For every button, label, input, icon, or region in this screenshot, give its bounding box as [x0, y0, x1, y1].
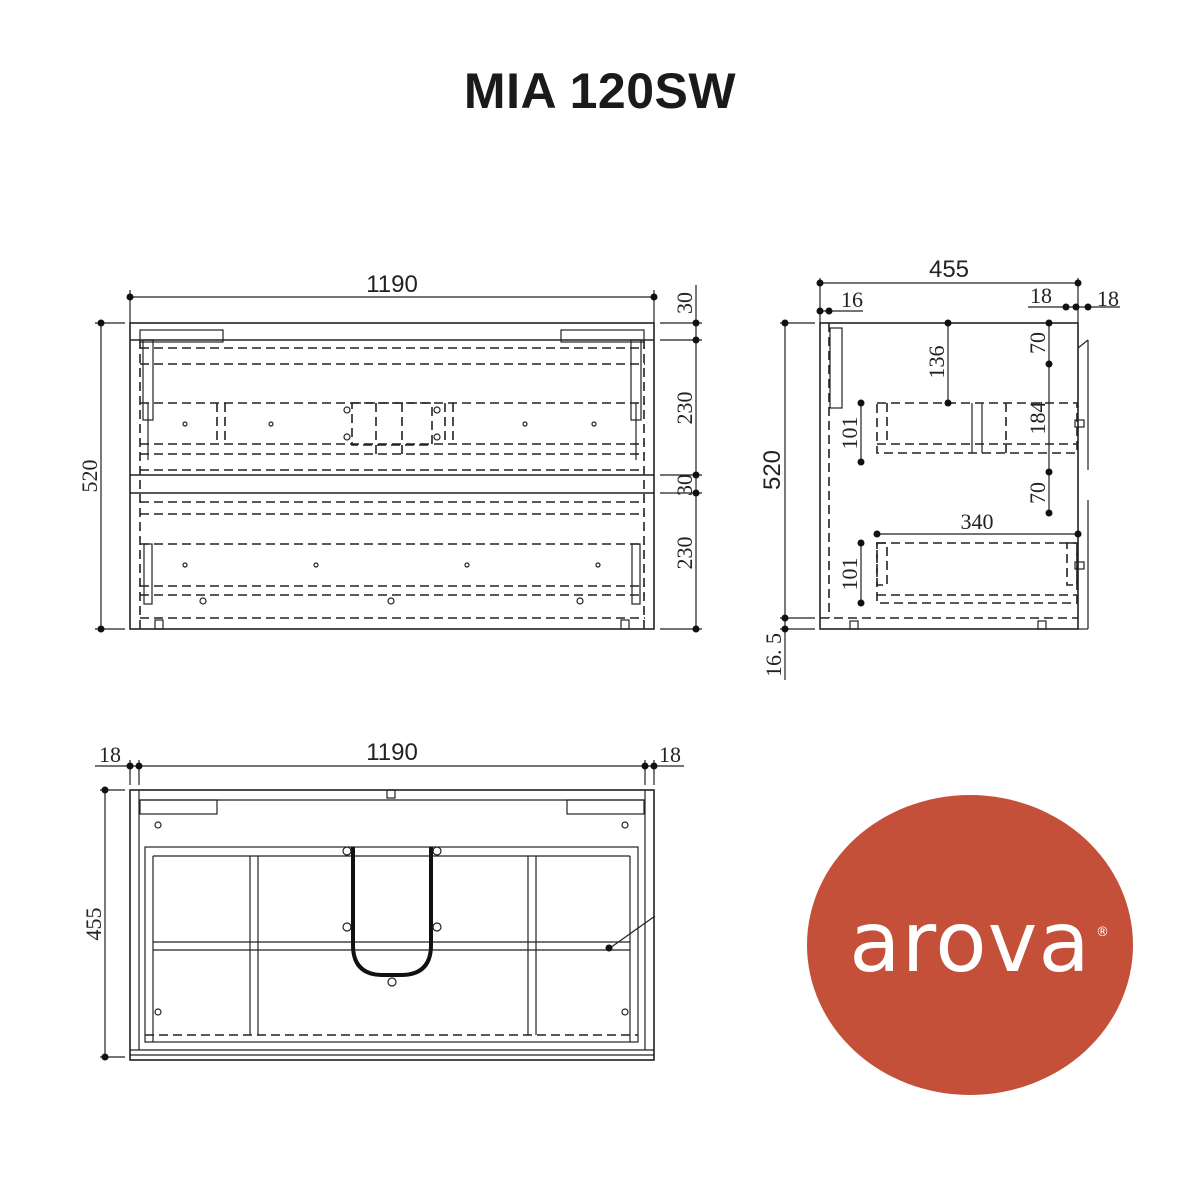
- logo-wordmark: arova: [849, 893, 1091, 991]
- drawer-bottom-depth-dim: 340: [961, 509, 994, 534]
- drawer-top-height-dim: 101: [837, 417, 862, 450]
- top-side-right-dim: 18: [659, 742, 681, 767]
- side-depth-dim: 455: [929, 256, 969, 283]
- plinth-dim: 16. 5: [761, 633, 786, 677]
- front-gap-left-dim: 18: [1030, 283, 1052, 308]
- drawer-bottom-height-dim: 101: [837, 558, 862, 591]
- mid-panel-dim: 30: [672, 474, 697, 496]
- drawer-front-span-dim: 184: [1025, 402, 1050, 435]
- side-panel-dim: 16: [841, 287, 863, 312]
- top-depth-dim: 455: [81, 908, 106, 941]
- front-gap-right-dim: 18: [1097, 286, 1119, 311]
- top-panel-dim: 30: [672, 292, 697, 314]
- arova-logo: arova ®: [807, 795, 1133, 1095]
- top-width-dim: 1190: [366, 739, 418, 766]
- drawer-bottom-dim: 230: [672, 537, 697, 570]
- handle-gap-bottom-dim: 70: [1025, 482, 1050, 504]
- top-view: 1190 18 18 455: [81, 739, 684, 1061]
- registered-icon: ®: [1096, 925, 1109, 940]
- handle-gap-top-dim: 70: [1025, 332, 1050, 354]
- side-height-dim: 520: [759, 450, 786, 490]
- front-view: 1190 520 30 230 30 230: [77, 271, 702, 633]
- drawer-top-dim: 230: [672, 392, 697, 425]
- front-width-dim: 1190: [366, 271, 418, 298]
- front-height-dim: 520: [77, 460, 102, 493]
- side-view: 455 16 18 18 520 136 101 70 184 70 340 1…: [759, 256, 1120, 680]
- top-side-left-dim: 18: [99, 742, 121, 767]
- page-title: MIA 120SW: [463, 63, 737, 119]
- sink-depth-dim: 136: [924, 346, 949, 379]
